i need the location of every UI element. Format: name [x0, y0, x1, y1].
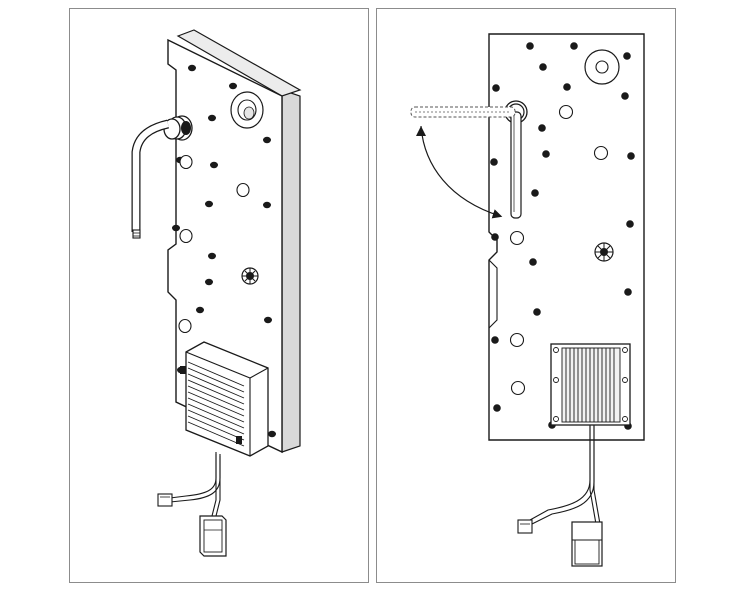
front-pipe-rotated-position — [410, 106, 516, 118]
isometric-cable-harness — [157, 452, 227, 557]
isometric-large-bore — [230, 91, 264, 129]
isometric-open-holes — [178, 154, 250, 334]
front-large-bore — [584, 49, 620, 85]
rotation-arrow — [416, 125, 503, 219]
front-mounting-plate — [488, 33, 645, 441]
front-heatsink-module — [550, 343, 631, 426]
front-cable-harness — [517, 425, 603, 567]
front-gear-knob — [594, 242, 614, 262]
isometric-gear-knob — [241, 267, 259, 285]
isometric-heatsink-module — [180, 341, 269, 457]
front-open-holes — [509, 104, 609, 396]
isometric-pipe-fitting — [131, 115, 193, 239]
